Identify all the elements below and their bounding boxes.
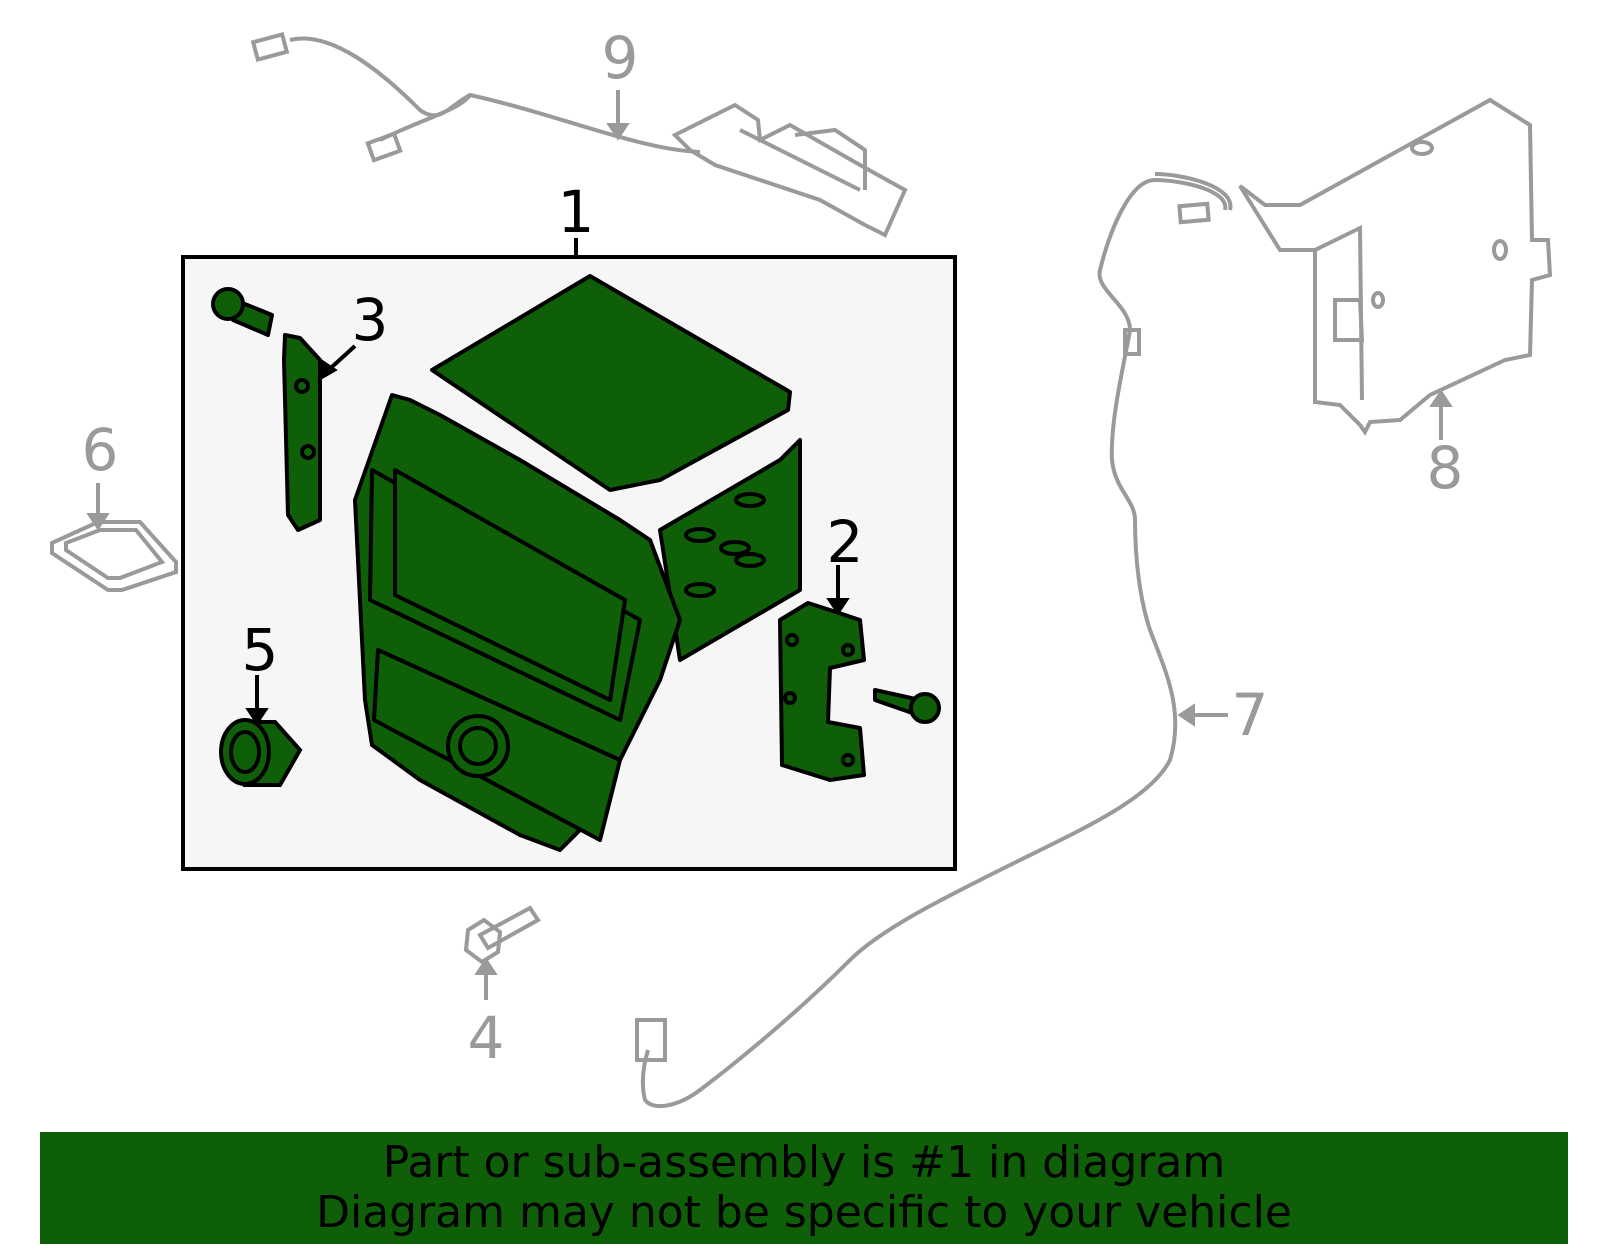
notice-banner: Part or sub-assembly is #1 in diagram Di… xyxy=(40,1132,1568,1244)
part-6-pad xyxy=(50,520,178,592)
callout-8: 8 xyxy=(1427,434,1464,502)
part-8-bracket xyxy=(1238,97,1553,436)
leader-arrows xyxy=(86,90,1453,1000)
part-7-cable xyxy=(635,172,1233,1109)
callout-5: 5 xyxy=(242,616,279,684)
callout-9: 9 xyxy=(602,24,639,92)
callout-4: 4 xyxy=(468,1004,505,1072)
notice-line-2: Diagram may not be specific to your vehi… xyxy=(316,1187,1292,1238)
callout-6: 6 xyxy=(82,416,119,484)
callout-2: 2 xyxy=(827,508,864,576)
part-3-bracket xyxy=(211,287,322,532)
part-5-knob xyxy=(219,718,303,787)
part-4-bolt xyxy=(463,905,541,965)
callout-3: 3 xyxy=(352,286,389,354)
callout-1: 1 xyxy=(558,178,595,246)
callout-7: 7 xyxy=(1232,681,1269,749)
notice-line-1: Part or sub-assembly is #1 in diagram xyxy=(382,1137,1226,1188)
part-2-bracket xyxy=(778,601,941,782)
part-1-radio-unit xyxy=(353,274,802,852)
